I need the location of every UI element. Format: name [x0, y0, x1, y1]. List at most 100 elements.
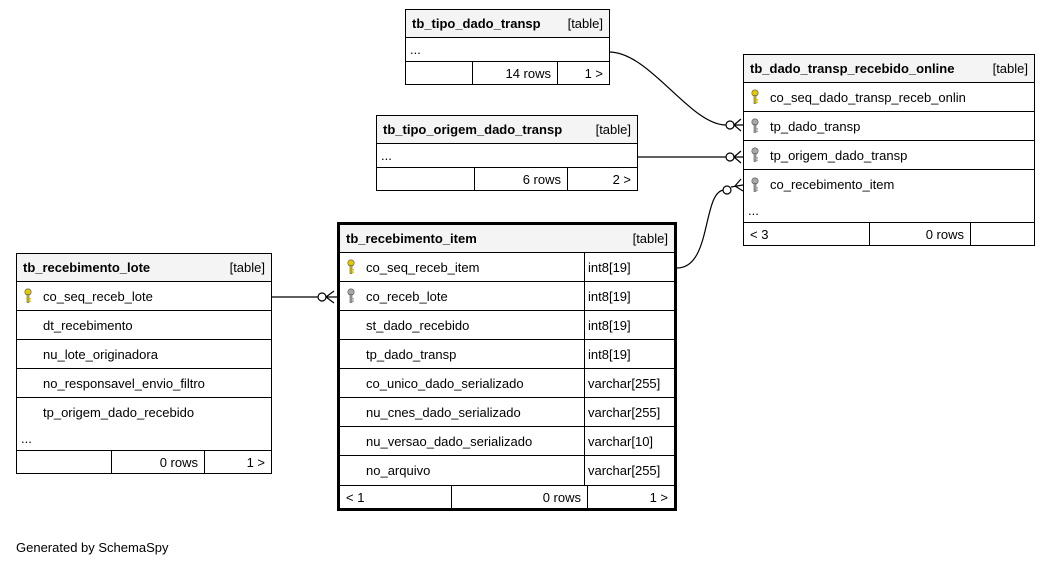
table-footer: 6 rows 2 >: [377, 168, 637, 190]
footer-children[interactable]: 1 >: [204, 451, 271, 473]
column-name-cell: no_responsavel_envio_filtro: [17, 369, 271, 397]
column-type: int8[19]: [584, 340, 674, 368]
table-header: tb_recebimento_item [table]: [340, 225, 674, 253]
column-row[interactable]: co_seq_receb_lote: [17, 282, 271, 311]
foreign-key-icon: [346, 288, 360, 304]
foreign-key-icon: [750, 147, 764, 163]
footer-parents[interactable]: < 3: [750, 226, 769, 242]
column-name: tp_dado_transp: [770, 118, 861, 134]
footer-children: [970, 223, 1034, 245]
column-name: no_arquivo: [366, 463, 431, 478]
column-type: varchar[255]: [584, 369, 674, 397]
table-kind: [table]: [567, 16, 603, 31]
table-kind: [table]: [595, 122, 631, 137]
primary-key-icon: [750, 89, 764, 105]
table-tb-recebimento-item[interactable]: tb_recebimento_item [table] co_seq_receb…: [337, 222, 677, 511]
column-name: tp_dado_transp: [366, 346, 457, 362]
column-type: int8[19]: [584, 282, 674, 310]
column-row[interactable]: co_seq_dado_transp_receb_onlin: [744, 83, 1034, 112]
column-name-cell: tp_origem_dado_transp: [744, 141, 1034, 169]
column-type: varchar[10]: [584, 427, 674, 455]
column-name-cell: tp_origem_dado_recebido: [17, 398, 271, 427]
relation-tipo-origem-crowfoot: [733, 150, 743, 164]
column-row[interactable]: dt_recebimento: [17, 311, 271, 340]
table-name[interactable]: tb_dado_transp_recebido_online: [750, 61, 955, 76]
column-name: dt_recebimento: [43, 317, 133, 333]
table-footer: < 1 0 rows 1 >: [340, 485, 674, 508]
footer-parents: [377, 168, 474, 190]
table-footer: < 3 0 rows: [744, 223, 1034, 245]
column-name-cell: tp_dado_transp: [744, 112, 1034, 140]
column-name: co_seq_receb_item: [366, 259, 480, 275]
foreign-key-icon: [750, 176, 764, 193]
generated-by-credit: Generated by SchemaSpy: [16, 540, 169, 555]
relation-item-online-optional: [722, 185, 732, 195]
table-kind: [table]: [229, 260, 265, 275]
table-name[interactable]: tb_recebimento_lote: [23, 260, 151, 275]
column-name-cell: st_dado_recebido: [340, 311, 584, 339]
footer-row-count: 6 rows: [474, 168, 567, 190]
relation-item-online: [676, 189, 725, 269]
column-name-cell: dt_recebimento: [17, 311, 271, 339]
column-name: st_dado_recebido: [366, 317, 470, 333]
table-tb-tipo-dado-transp[interactable]: tb_tipo_dado_transp [table] ... 14 rows …: [405, 9, 610, 85]
column-row[interactable]: co_receb_lote int8[19]: [340, 282, 674, 311]
column-name-cell: co_seq_dado_transp_receb_onlin: [744, 83, 1034, 111]
footer-row-count: 0 rows: [111, 451, 204, 473]
column-name-cell: co_receb_lote: [340, 282, 584, 310]
relation-tipo-dado-crowfoot: [733, 118, 743, 132]
table-header: tb_tipo_dado_transp [table]: [406, 10, 609, 38]
column-row[interactable]: tp_origem_dado_transp: [744, 141, 1034, 170]
footer-row-count: 0 rows: [869, 223, 970, 245]
relation-lote-item-optional: [317, 292, 327, 302]
more-columns: ...: [744, 199, 1034, 223]
table-footer: 0 rows 1 >: [17, 451, 271, 473]
more-columns: ...: [406, 38, 609, 62]
table-tb-recebimento-lote[interactable]: tb_recebimento_lote [table] co_seq_receb…: [16, 253, 272, 474]
table-name[interactable]: tb_tipo_origem_dado_transp: [383, 122, 563, 137]
column-row[interactable]: nu_lote_originadora: [17, 340, 271, 369]
relation-tipo-origem-optional: [725, 152, 735, 162]
footer-parents[interactable]: < 1: [346, 489, 365, 505]
footer-children[interactable]: 2 >: [567, 168, 637, 190]
column-list: co_seq_receb_lote dt_recebimento nu_lote_o…: [17, 282, 271, 427]
column-name: nu_lote_originadora: [43, 346, 158, 362]
column-row[interactable]: co_seq_receb_item int8[19]: [340, 253, 674, 282]
column-name-cell: co_seq_receb_item: [340, 253, 584, 281]
column-name-cell: tp_dado_transp: [340, 340, 584, 368]
footer-row-count: 14 rows: [472, 62, 557, 84]
relation-item-online-crowfoot: [730, 178, 744, 192]
column-name: co_receb_lote: [366, 288, 448, 304]
footer-row-count: 0 rows: [451, 486, 587, 508]
footer-children[interactable]: 1 >: [557, 62, 609, 84]
primary-key-icon: [346, 259, 360, 275]
column-row[interactable]: tp_dado_transp: [744, 112, 1034, 141]
column-type: varchar[255]: [584, 456, 674, 485]
column-row[interactable]: no_arquivo varchar[255]: [340, 456, 674, 485]
table-name[interactable]: tb_tipo_dado_transp: [412, 16, 541, 31]
column-name-cell: co_recebimento_item: [744, 170, 1034, 199]
footer-children[interactable]: 1 >: [587, 486, 674, 508]
table-tb-tipo-origem-dado-transp[interactable]: tb_tipo_origem_dado_transp [table] ... 6…: [376, 115, 638, 191]
table-tb-dado-transp-recebido-online[interactable]: tb_dado_transp_recebido_online [table] c…: [743, 54, 1035, 246]
column-name: tp_origem_dado_recebido: [43, 405, 195, 420]
more-columns: ...: [377, 144, 637, 168]
foreign-key-icon: [750, 118, 764, 134]
primary-key-icon: [23, 288, 37, 304]
table-name[interactable]: tb_recebimento_item: [346, 231, 477, 246]
column-type: int8[19]: [584, 253, 674, 281]
column-row[interactable]: co_recebimento_item: [744, 170, 1034, 199]
table-header: tb_recebimento_lote [table]: [17, 254, 271, 282]
column-name: nu_cnes_dado_serializado: [366, 404, 521, 420]
column-name: co_seq_dado_transp_receb_onlin: [770, 89, 966, 105]
column-name-cell: co_seq_receb_lote: [17, 282, 271, 310]
column-row[interactable]: no_responsavel_envio_filtro: [17, 369, 271, 398]
column-row[interactable]: tp_dado_transp int8[19]: [340, 340, 674, 369]
table-footer: 14 rows 1 >: [406, 62, 609, 84]
footer-parents: [406, 62, 472, 84]
column-row[interactable]: tp_origem_dado_recebido: [17, 398, 271, 427]
